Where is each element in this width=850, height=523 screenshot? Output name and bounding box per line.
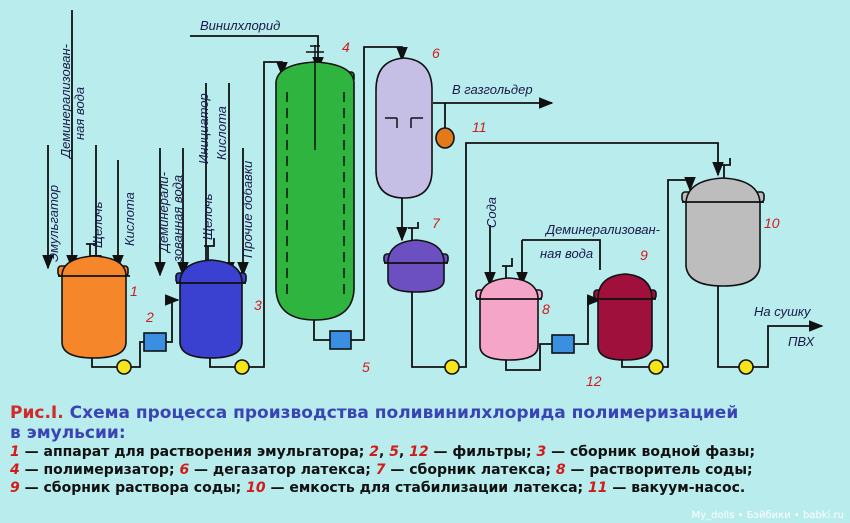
stirrer-icons xyxy=(86,158,731,278)
label-alkali-2: Щелочь xyxy=(200,193,215,240)
legend-number: 12 xyxy=(409,444,429,460)
legend-number: 3 xyxy=(536,444,547,460)
legend-text: — емкость для стабилизации латекса; xyxy=(265,480,588,496)
legend-text: — сборник раствора соды; xyxy=(19,480,247,496)
apparatus-1 xyxy=(57,255,130,359)
legend-text: — полимеризатор; xyxy=(19,462,180,478)
legend-number: 2 xyxy=(369,444,380,460)
caption-title-line2: в эмульсии: xyxy=(10,423,126,443)
legend-text: , xyxy=(398,444,410,460)
number-10: 10 xyxy=(764,215,780,231)
legend-number: 10 xyxy=(246,480,266,496)
legend-number: 5 xyxy=(389,444,399,460)
number-9: 9 xyxy=(640,247,648,263)
label-initiator: Инициатор xyxy=(196,93,211,164)
label-to-drying-b: ПВХ xyxy=(788,334,816,349)
dissolver-8 xyxy=(475,277,543,361)
collector-3 xyxy=(175,259,247,359)
legend-line: 9 — сборник раствора соды; 10 — емкость … xyxy=(10,479,840,497)
number-7: 7 xyxy=(432,215,441,231)
number-11: 11 xyxy=(472,119,487,135)
legend-text: , xyxy=(379,444,390,460)
label-acid-2: Кислота xyxy=(214,106,229,160)
number-8: 8 xyxy=(542,301,550,317)
feed-labels: Эмульгатор Деминерализован- ная вода Щел… xyxy=(46,18,816,349)
collector-7 xyxy=(383,239,449,293)
label-demin-water-2a: Деминерали- xyxy=(156,171,171,254)
legend-number: 8 xyxy=(555,462,566,478)
polymerizer-4 xyxy=(275,45,355,321)
figure-caption: Рис.I. Схема процесса производства полив… xyxy=(10,403,840,497)
vacuum-pump-11 xyxy=(435,127,455,149)
label-demin-water-1b: ная вода xyxy=(72,87,87,140)
pump-icon xyxy=(234,359,250,375)
legend-text: — аппарат для растворения эмульгатора; xyxy=(19,444,370,460)
number-1: 1 xyxy=(130,283,138,299)
number-2: 2 xyxy=(145,309,154,325)
legend-text: — растворитель соды; xyxy=(565,462,753,478)
pump-icon xyxy=(444,359,460,375)
label-vinyl-chloride: Винилхлорид xyxy=(200,18,280,33)
filter-5 xyxy=(329,330,352,350)
label-to-drying-a: На сушку xyxy=(754,304,812,319)
label-demin-water-3b: ная вода xyxy=(540,246,593,261)
legend-text: — вакуум-насос. xyxy=(607,480,746,496)
legend-number: 7 xyxy=(375,462,386,478)
label-demin-water-2b: зованная вода xyxy=(170,175,185,263)
pump-icon xyxy=(738,359,754,375)
pump-icon xyxy=(648,359,664,375)
feed-lines xyxy=(42,10,601,287)
legend-text: — сборник водной фазы; xyxy=(546,444,756,460)
caption-title: Рис.I. Схема процесса производства полив… xyxy=(10,403,840,423)
label-demin-water-1a: Деминерализован- xyxy=(58,43,73,160)
filter-12 xyxy=(551,334,575,354)
legend-number: 6 xyxy=(179,462,190,478)
figure-number: Рис.I. xyxy=(10,403,64,423)
degasser-6 xyxy=(375,57,433,199)
label-emulsifier: Эмульгатор xyxy=(46,185,61,262)
collector-9 xyxy=(593,273,657,361)
process-lines xyxy=(91,46,824,371)
label-to-gasholder: В газгольдер xyxy=(452,82,533,97)
legend-text: — фильтры; xyxy=(428,444,537,460)
watermark: My_dolls • Бэйбики • babki.ru xyxy=(691,510,844,521)
legend-number: 1 xyxy=(10,444,20,460)
tank-10 xyxy=(681,177,765,287)
label-soda: Сода xyxy=(484,197,499,228)
filter-2 xyxy=(143,332,167,352)
number-3: 3 xyxy=(254,297,262,313)
label-demin-water-3a: Деминерализован- xyxy=(544,222,661,237)
legend: 1 — аппарат для растворения эмульгатора;… xyxy=(10,443,840,497)
legend-text: — дегазатор латекса; xyxy=(189,462,376,478)
label-acid-1: Кислота xyxy=(122,192,137,246)
process-diagram: Эмульгатор Деминерализован- ная вода Щел… xyxy=(42,10,824,389)
legend-number: 4 xyxy=(10,462,20,478)
number-5: 5 xyxy=(362,359,370,375)
number-12: 12 xyxy=(586,373,602,389)
equipment-numbers: 1 2 3 4 5 6 7 8 9 10 11 12 xyxy=(130,39,780,389)
pump-icon xyxy=(116,359,132,375)
legend-text: — сборник латекса; xyxy=(385,462,556,478)
legend-number: 11 xyxy=(588,480,608,496)
filters xyxy=(143,330,575,354)
legend-number: 9 xyxy=(10,480,20,496)
pumps xyxy=(116,127,754,375)
label-alkali-1: Щелочь xyxy=(90,201,105,248)
legend-line: 1 — аппарат для растворения эмульгатора;… xyxy=(10,443,840,461)
label-other-additives: Прочие добавки xyxy=(240,161,255,258)
number-6: 6 xyxy=(432,45,440,61)
legend-line: 4 — полимеризатор; 6 — дегазатор латекса… xyxy=(10,461,840,479)
caption-title-text: Схема процесса производства поливинилхло… xyxy=(63,403,739,423)
number-4: 4 xyxy=(342,39,350,55)
